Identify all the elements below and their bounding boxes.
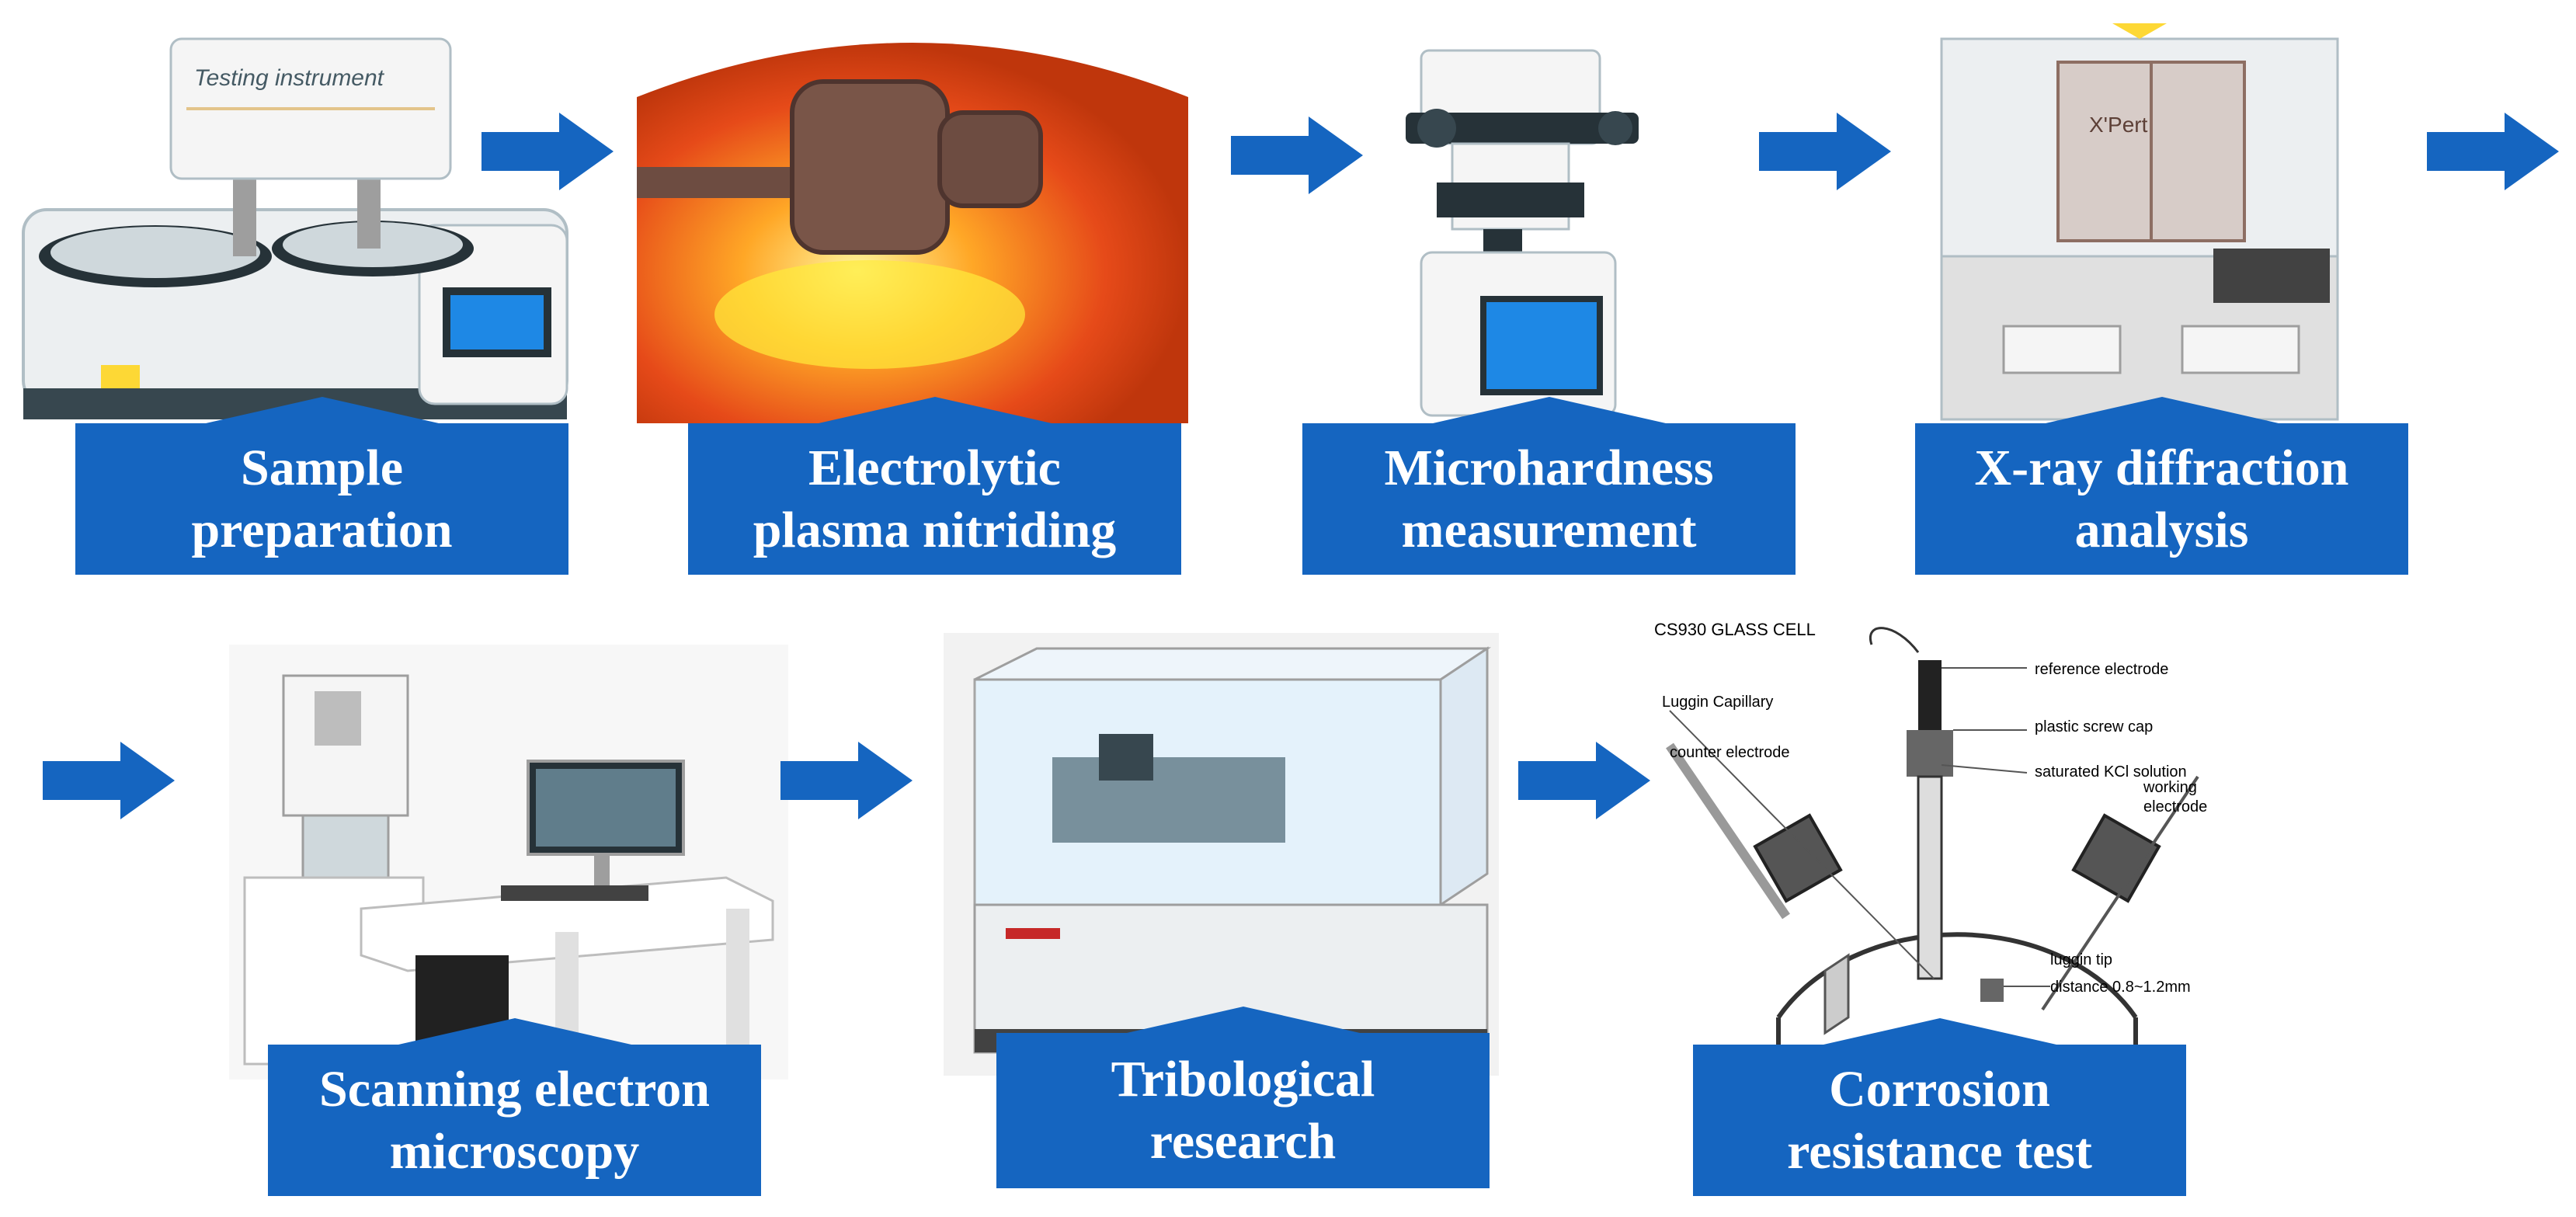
glass-cell-schematic: CS930 GLASS CELL reference electrode pla… — [1639, 614, 2244, 1064]
reference-electrode-label: reference electrode — [2035, 661, 2168, 678]
step-label-corrosion: Corrosion resistance test — [1693, 1018, 2186, 1196]
arrow-right-icon — [481, 113, 614, 190]
xrd-brand-text: X'Pert — [2089, 113, 2148, 137]
step-label-line: Corrosion — [1829, 1060, 2050, 1118]
arrow-right-icon — [1231, 116, 1363, 194]
step-label-line: Sample — [240, 439, 404, 496]
step-label-line: preparation — [191, 501, 453, 558]
step-label-line: X-ray diffraction — [1974, 439, 2349, 496]
microhardness-tester-image — [1390, 43, 1654, 431]
step-label-line: microscopy — [389, 1122, 640, 1180]
step-label-line: research — [1149, 1113, 1337, 1170]
polishing-machine-image: Testing instrument — [16, 23, 575, 458]
step-label-microhardness: Microhardness measurement — [1302, 397, 1796, 575]
step-label-line: Electrolytic — [808, 439, 1061, 496]
working-electrode-label-line2: electrode — [2143, 798, 2207, 815]
step-label-xrd: X-ray diffraction analysis — [1915, 397, 2408, 575]
working-electrode-label-line1: working — [2143, 779, 2197, 796]
plasma-nitriding-image — [637, 19, 1188, 423]
step-label-line: analysis — [2074, 501, 2249, 558]
plastic-screw-cap-label: plastic screw cap — [2035, 718, 2153, 735]
arrow-right-icon — [43, 742, 175, 819]
step-label-tribological: Tribological research — [996, 1007, 1490, 1188]
distance-label: distance 0.8~1.2mm — [2050, 979, 2191, 996]
step-label-sem: Scanning electron microscopy — [268, 1018, 761, 1196]
polisher-brand-text: Testing instrument — [194, 65, 385, 91]
step-label-line: resistance test — [1787, 1122, 2092, 1180]
glass-cell-title: CS930 GLASS CELL — [1654, 620, 1816, 639]
step-label-line: Microhardness — [1384, 439, 1714, 496]
arrow-right-icon — [1518, 742, 1650, 819]
saturated-kcl-label: saturated KCl solution — [2035, 763, 2187, 781]
step-label-line: Tribological — [1111, 1051, 1375, 1107]
arrow-right-icon — [2427, 113, 2559, 190]
step-label-line: Scanning electron — [319, 1060, 710, 1118]
arrow-right-icon — [780, 742, 913, 819]
step-label-plasma-nitriding: Electrolytic plasma nitriding — [688, 397, 1181, 575]
sem-workstation-image — [229, 645, 788, 1080]
luggin-tip-label: luggin tip — [2050, 951, 2112, 968]
arrow-right-icon — [1759, 113, 1891, 190]
step-label-sample-preparation: Sample preparation — [75, 397, 568, 575]
step-label-line: plasma nitriding — [753, 501, 1117, 558]
counter-electrode-label: counter electrode — [1670, 744, 1790, 761]
step-label-line: measurement — [1401, 501, 1697, 558]
luggin-capillary-label: Luggin Capillary — [1662, 694, 1773, 711]
xrd-diffractometer-image: X'Pert — [1934, 16, 2345, 427]
